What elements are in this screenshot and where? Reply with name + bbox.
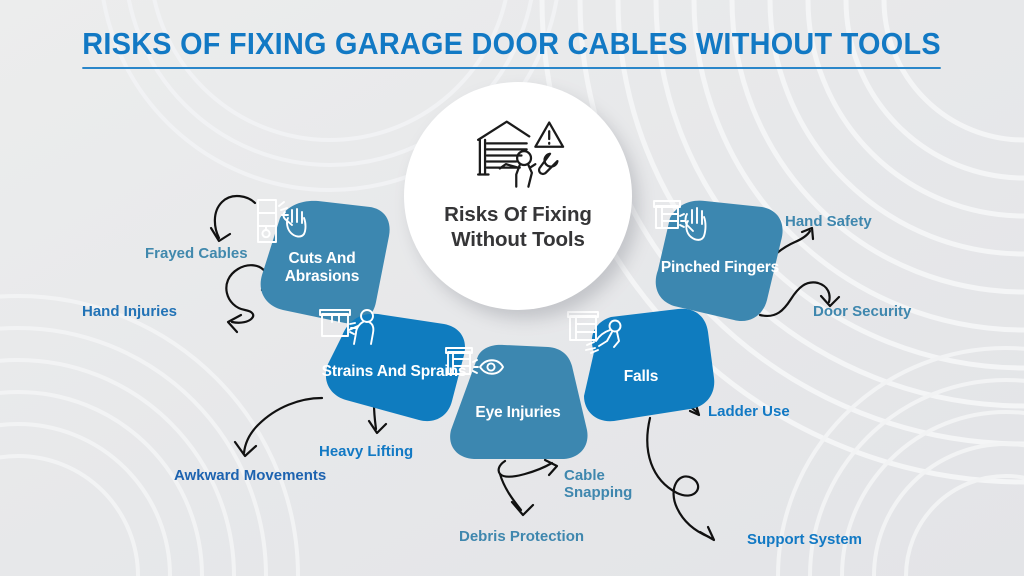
petal-label-eye-injuries: Eye Injuries [475,403,561,421]
outer-label-frayed-cables[interactable]: Frayed Cables [145,245,248,262]
outer-label-hand-safety[interactable]: Hand Safety [785,213,872,230]
garage-door-eye-icon [445,347,504,375]
lifting-box-person-icon [319,309,375,345]
outer-label-awkward-movements[interactable]: Awkward Movements [174,467,327,484]
outer-label-support-system[interactable]: Support System [747,531,863,548]
center-hub: Risks Of Fixing Without Tools [404,82,632,310]
arrow-support-system [646,416,716,542]
petal-falls[interactable]: Falls [566,308,716,428]
petal-label-pinched-fingers: Pinched Fingers [660,258,780,276]
outer-label-debris-protection[interactable]: Debris Protection [459,528,585,545]
center-hub-label: Risks Of Fixing Without Tools [444,203,592,251]
outer-label-ladder-use[interactable]: Ladder Use [708,403,790,420]
petal-label-cuts-and-abrasions: Cuts And Abrasions [284,250,360,285]
outer-label-cable-snapping[interactable]: Cable Snapping [564,467,633,502]
pinched-hand-garage-icon [653,200,707,241]
cable-cut-hand-icon [257,199,307,243]
garage-door-warning-wrench-worker-icon [477,120,565,188]
arrow-awkward-movements [233,396,324,458]
outer-label-hand-injuries[interactable]: Hand Injuries [82,303,178,320]
page-title: RISKS OF FIXING GARAGE DOOR CABLES WITHO… [0,26,1024,69]
petal-pinched-fingers[interactable]: Pinched Fingers [650,196,790,326]
petal-label-falls: Falls [623,367,659,385]
page-title-text: RISKS OF FIXING GARAGE DOOR CABLES WITHO… [82,26,942,69]
falling-person-icon [567,311,622,354]
arrow-frayed-cables [209,194,257,243]
outer-label-heavy-lifting[interactable]: Heavy Lifting [319,443,414,460]
arrow-debris-and-cable [497,458,559,517]
outer-label-door-security[interactable]: Door Security [813,303,912,320]
